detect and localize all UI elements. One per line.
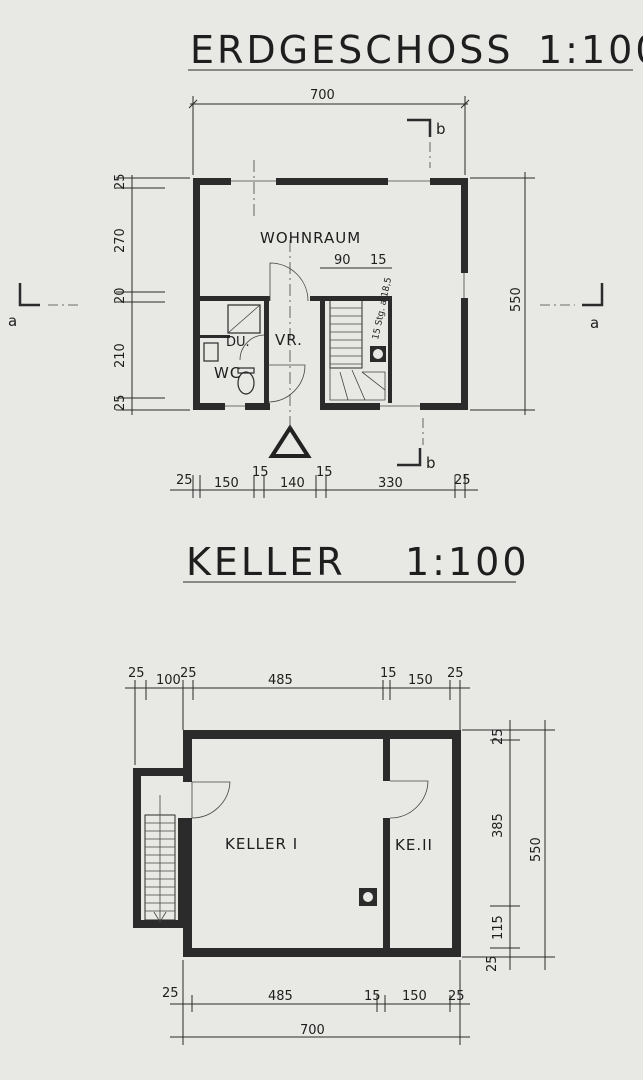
wall-bottom-far xyxy=(420,403,468,410)
stair-basement xyxy=(144,795,176,923)
dim-top-15: 15 xyxy=(380,666,397,681)
toilet-tank xyxy=(237,367,255,374)
dim-bottom-15: 15 xyxy=(364,989,381,1004)
dim-bottom-25b: 25 xyxy=(454,473,471,488)
section-b-marker-top xyxy=(407,118,432,137)
dim-bottom-485: 485 xyxy=(268,989,293,1004)
dim-tick xyxy=(188,99,198,109)
room-label-hall: VR. xyxy=(275,331,303,349)
basement-title: KELLER xyxy=(186,540,346,584)
room-label-cellar1: KELLER I xyxy=(225,835,298,853)
dim-bottom-25b: 25 xyxy=(448,989,465,1004)
basement-plan: KELLER 1:100 25 100 25 485 15 150 25 xyxy=(125,540,555,1045)
wall-top xyxy=(183,730,460,739)
ground-floor-title: ERDGESCHOSS xyxy=(190,28,514,72)
door-bath xyxy=(239,334,265,361)
stair-wall-right xyxy=(178,818,183,928)
wall-right-bottom xyxy=(461,298,468,410)
room-label-living: WOHNRAUM xyxy=(260,229,361,247)
wall-inner-horizontal-left xyxy=(200,296,270,301)
dim-bottom-150: 150 xyxy=(214,476,239,491)
wall-bottom xyxy=(183,948,461,957)
dim-top-485: 485 xyxy=(268,673,293,688)
door-cellar2 xyxy=(389,780,429,819)
section-a-label-right: a xyxy=(590,314,600,332)
door-stair xyxy=(191,781,231,819)
stair-wall-left xyxy=(133,768,141,928)
wall-partition-lower xyxy=(383,818,390,948)
dim-left-270: 270 xyxy=(113,228,128,253)
wall-top-right xyxy=(430,178,468,185)
section-a-marker-left xyxy=(18,283,40,307)
chimney-flue xyxy=(373,349,383,359)
section-b-marker-bottom xyxy=(397,448,422,467)
wall-bath-hall xyxy=(264,301,269,403)
stair-wall-top xyxy=(133,768,183,776)
wall-inner-horizontal-right xyxy=(310,296,392,301)
wall-bottom-left xyxy=(193,403,225,410)
wall-stair-right xyxy=(388,301,392,403)
dim-top-25b: 25 xyxy=(180,666,197,681)
dim-bottom-330: 330 xyxy=(378,476,403,491)
room-label-cellar2: KE.II xyxy=(395,836,433,854)
wall-top-mid xyxy=(276,178,388,185)
wall-bottom-right xyxy=(320,403,380,410)
wall-wc-divider xyxy=(200,335,230,338)
dim-top-100: 100 xyxy=(156,673,181,688)
dim-bottom-25a: 25 xyxy=(162,986,179,1001)
room-label-wc: WC xyxy=(214,364,241,382)
section-a-marker-right xyxy=(582,283,604,307)
wall-top-left xyxy=(193,178,231,185)
wall-left-upper xyxy=(183,730,192,782)
wall-right xyxy=(452,730,461,956)
dim-top-25c: 25 xyxy=(447,666,464,681)
dim-bottom-140: 140 xyxy=(280,476,305,491)
section-b-label-top: b xyxy=(436,120,447,138)
basement-scale: 1:100 xyxy=(405,540,530,584)
entrance-marker xyxy=(268,424,312,458)
room-label-shower: DU. xyxy=(226,335,250,350)
dim-left-20: 20 xyxy=(113,287,128,304)
stair-ground xyxy=(329,299,386,401)
sink xyxy=(203,342,219,362)
section-a-label-left: a xyxy=(8,312,18,330)
dim-right-total: 550 xyxy=(509,287,524,312)
dim-right-115: 115 xyxy=(491,915,506,940)
dim-top-150: 150 xyxy=(408,673,433,688)
dim-left-25a: 25 xyxy=(113,173,128,190)
dim-tick xyxy=(460,99,470,109)
dim-top-25a: 25 xyxy=(128,666,145,681)
dim-bottom-25a: 25 xyxy=(176,473,193,488)
shower-tray xyxy=(227,304,261,334)
door-hall xyxy=(267,364,306,403)
chimney-basement-flue xyxy=(363,892,373,902)
dim-inner-90: 90 xyxy=(334,253,351,268)
dim-right-25a: 25 xyxy=(491,728,506,745)
dim-right-total: 550 xyxy=(529,837,544,862)
wall-bottom-mid xyxy=(245,403,270,410)
dim-right-25b: 25 xyxy=(485,955,500,972)
wall-partition-upper xyxy=(383,739,390,781)
dim-top-total: 700 xyxy=(310,88,335,103)
wall-left xyxy=(193,178,200,410)
wall-left-lower xyxy=(183,818,192,956)
wall-hall-stair xyxy=(320,301,325,403)
dim-bottom-15a: 15 xyxy=(252,465,269,480)
dim-right-385: 385 xyxy=(491,813,506,838)
ground-floor-scale: 1:100 xyxy=(538,28,643,72)
dim-left-25b: 25 xyxy=(113,394,128,411)
wall-right-top xyxy=(461,178,468,273)
dim-inner-15: 15 xyxy=(370,253,387,268)
dim-bottom-total: 700 xyxy=(300,1023,325,1038)
dim-bottom-150: 150 xyxy=(402,989,427,1004)
shower-diagonal xyxy=(227,304,261,334)
ground-floor-plan: ERDGESCHOSS 1:100 700 b xyxy=(8,28,643,498)
toilet xyxy=(237,371,255,395)
door-entry xyxy=(269,262,309,302)
section-b-label-bottom: b xyxy=(426,454,437,472)
dim-bottom-15b: 15 xyxy=(316,465,333,480)
dim-left-210: 210 xyxy=(113,343,128,368)
stair-wall-bottom xyxy=(133,920,183,928)
